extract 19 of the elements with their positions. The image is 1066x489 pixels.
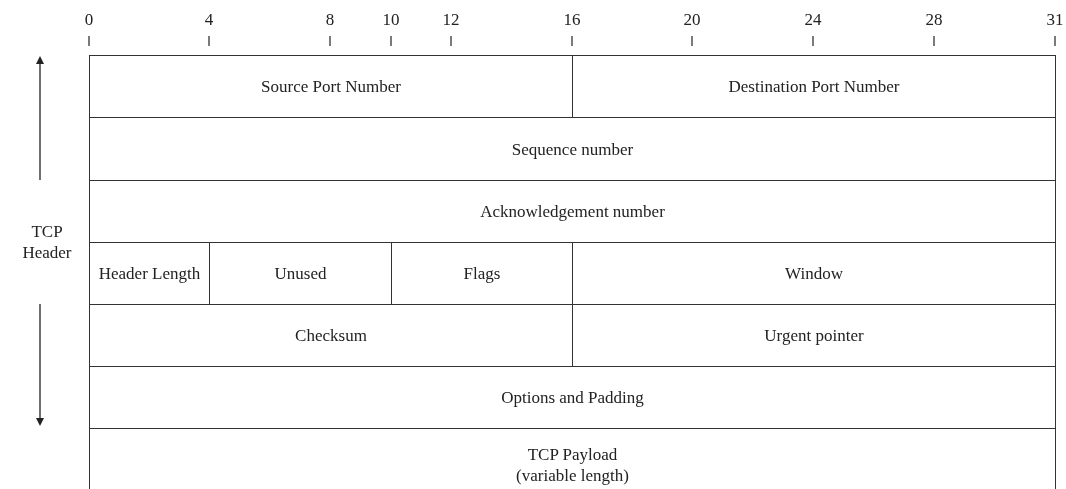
field-cell: Destination Port Number bbox=[572, 55, 1056, 118]
bit-number: 24 bbox=[804, 10, 822, 30]
bit-number: 0 bbox=[84, 10, 94, 30]
cell-text: TCP Payload bbox=[527, 444, 618, 465]
bit-number: 4 bbox=[204, 10, 214, 30]
bit-number: 12 bbox=[442, 10, 460, 30]
bit-number: 16 bbox=[563, 10, 581, 30]
header-label: TCP Header bbox=[21, 221, 73, 263]
bit-number: 10 bbox=[382, 10, 400, 30]
bit-number: 20 bbox=[683, 10, 701, 30]
bit-number: 31 bbox=[1046, 10, 1064, 30]
field-cell: Acknowledgement number bbox=[89, 180, 1056, 243]
field-cell: Source Port Number bbox=[89, 55, 573, 118]
field-cell: Sequence number bbox=[89, 117, 1056, 181]
bit-number: 8 bbox=[325, 10, 335, 30]
bit-number: 28 bbox=[925, 10, 943, 30]
payload-cell bbox=[89, 428, 1056, 489]
field-cell: Options and Padding bbox=[89, 366, 1056, 429]
cell-text: (variable length) bbox=[516, 465, 629, 486]
